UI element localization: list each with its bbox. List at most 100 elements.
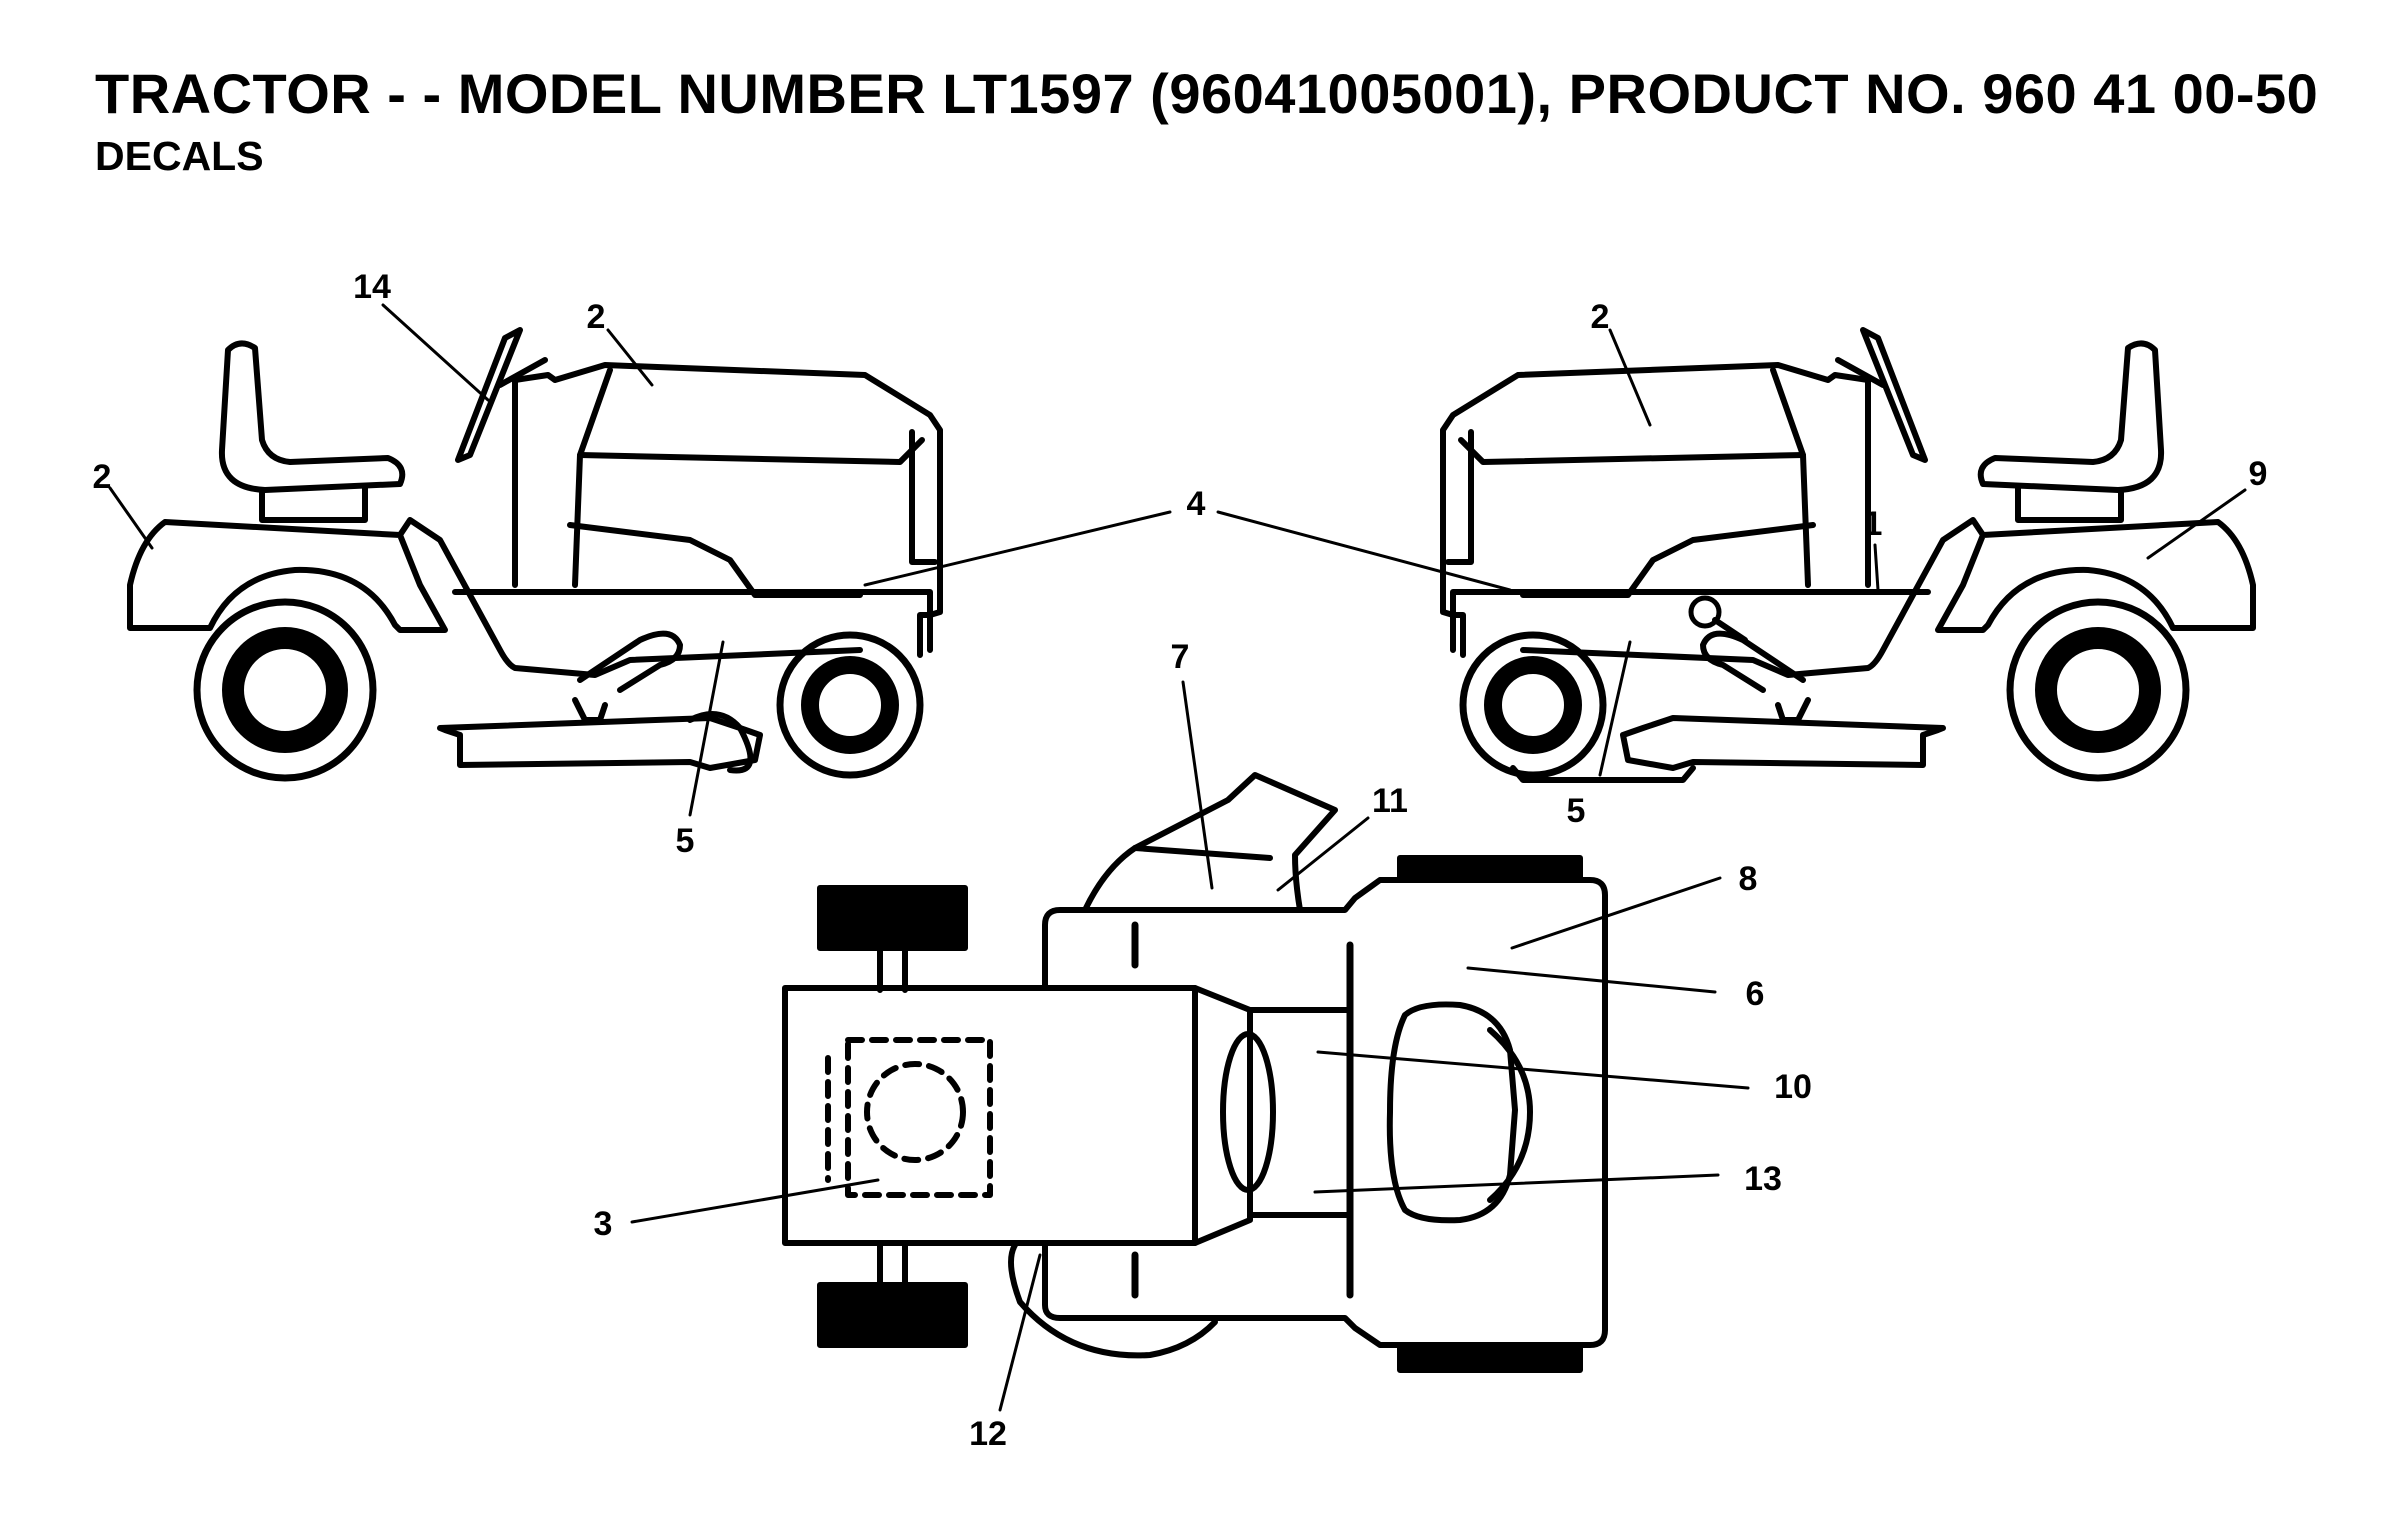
- hood-line-left: [577, 437, 925, 465]
- callout-5-left: 5: [676, 822, 695, 860]
- rear-wheel-top-lower: [1397, 1345, 1583, 1373]
- leader-1: [1873, 543, 1880, 592]
- mower-deck-left: [437, 715, 763, 771]
- deck-curve-top: [1008, 1242, 1218, 1359]
- hood-lower-left: [567, 522, 863, 598]
- grass-chute-top: [1082, 772, 1338, 913]
- front-wheel-outer-left: [776, 631, 924, 779]
- grille-right: [1445, 429, 1474, 565]
- console-top: [1247, 1007, 1353, 1218]
- callout-9: 9: [2249, 455, 2268, 493]
- leader-5-left: [688, 640, 725, 817]
- rear-wheel-outer-right: [2006, 598, 2190, 782]
- front-wheel-inner-right: [1484, 656, 1582, 754]
- deck-mount-left: [572, 697, 608, 723]
- rear-wheel-inner-right: [2035, 627, 2161, 753]
- throttle-knob-right: [1688, 595, 1722, 629]
- rear-body-left: [397, 517, 863, 678]
- leader-2-left-rear: [108, 486, 154, 550]
- callout-12: 12: [969, 1415, 1007, 1453]
- page-title: TRACTOR - - MODEL NUMBER LT1597 (9604100…: [95, 62, 2319, 125]
- callout-11: 11: [1372, 782, 1408, 820]
- seat-back-top: [1487, 1027, 1533, 1203]
- callout-14: 14: [353, 268, 391, 306]
- front-wheel-inner-left: [801, 656, 899, 754]
- axle-lower: [877, 1242, 908, 1288]
- hood-right: [1440, 362, 1871, 653]
- callout-5-right: 5: [1567, 792, 1586, 830]
- front-wheel-outer-right: [1459, 631, 1607, 779]
- page-subtitle: DECALS: [95, 133, 264, 179]
- tractor-side-view-left: [127, 327, 943, 782]
- grille-left: [909, 429, 938, 565]
- pedal-right: [1700, 630, 1806, 693]
- callout-1: 1: [1864, 505, 1883, 543]
- leader-10: [1316, 1050, 1750, 1090]
- steering-wheel-right: [1860, 327, 1928, 463]
- mower-deck-right: [1620, 715, 1946, 771]
- steering-wheel-left: [455, 327, 523, 463]
- rear-fender-right: [1935, 519, 2256, 633]
- rear-wheel-inner-left: [222, 627, 348, 753]
- seat-top: [1386, 1001, 1518, 1224]
- leader-2-left-hood: [606, 328, 654, 387]
- deck-mount-right: [1775, 697, 1811, 723]
- callout-7: 7: [1171, 638, 1190, 676]
- leader-4-right: [1216, 510, 1512, 592]
- leader-8: [1510, 876, 1722, 950]
- leader-14: [381, 303, 490, 402]
- front-wheel-top-lower: [817, 1282, 968, 1348]
- leader-11: [1276, 816, 1370, 892]
- callout-2-left-hood: 2: [587, 298, 606, 336]
- callout-2-left-rear: 2: [93, 458, 112, 496]
- leader-12: [998, 1253, 1042, 1412]
- callout-3: 3: [594, 1205, 613, 1243]
- leader-3: [630, 1178, 880, 1224]
- pedal-left: [577, 630, 683, 693]
- leader-2-right-hood: [1608, 328, 1652, 427]
- body-top: [1042, 877, 1608, 1348]
- rear-fender-left: [127, 519, 448, 633]
- callout-6: 6: [1746, 975, 1765, 1013]
- callout-10: 10: [1774, 1068, 1812, 1106]
- leader-13: [1313, 1173, 1720, 1194]
- steering-top: [1220, 1031, 1276, 1193]
- deck-rim-right: [1510, 765, 1696, 783]
- axle-upper: [877, 945, 908, 993]
- page-header: TRACTOR - - MODEL NUMBER LT1597 (9604100…: [95, 62, 2318, 180]
- leader-5-right: [1598, 640, 1632, 777]
- rear-wheel-outer-left: [193, 598, 377, 782]
- callout-13: 13: [1744, 1160, 1782, 1198]
- callout-numbers: 14 2 2 4 5 2 1 9 5 7 11 8 6 10 13 3 12: [93, 268, 2268, 1453]
- frame-right: [1450, 589, 1931, 658]
- leader-lines: [108, 303, 2247, 1412]
- hood-panel-right: [1770, 367, 1811, 588]
- hood-top: [782, 985, 1198, 1246]
- tractor-side-view-right: [1440, 327, 2256, 783]
- dash-taper: [1192, 985, 1253, 1246]
- hood-line-right: [1458, 437, 1806, 465]
- callout-4: 4: [1187, 485, 1206, 523]
- leader-6: [1466, 966, 1717, 994]
- hood-lower-right: [1520, 522, 1816, 598]
- rear-wheel-top-upper: [1397, 855, 1583, 883]
- callout-2-right-hood: 2: [1591, 298, 1610, 336]
- leader-9: [2146, 488, 2247, 560]
- steering-column-right: [1835, 357, 1886, 388]
- hood-left: [512, 362, 943, 653]
- frame-left: [452, 589, 933, 658]
- leader-4-left: [863, 510, 1172, 587]
- engine-outline-dashed: [825, 1037, 993, 1198]
- seat-base-right: [2015, 485, 2124, 523]
- leader-7: [1181, 680, 1214, 890]
- seat-base-left: [259, 485, 368, 523]
- seat-back-left: [218, 340, 406, 493]
- steering-column-left: [497, 357, 548, 388]
- callout-8: 8: [1739, 860, 1758, 898]
- grass-chute-edge: [1132, 845, 1273, 861]
- front-wheel-top-upper: [817, 885, 968, 951]
- seat-back-right: [1977, 340, 2165, 493]
- tractor-top-view: [782, 772, 1608, 1373]
- rear-body-right: [1520, 517, 1986, 678]
